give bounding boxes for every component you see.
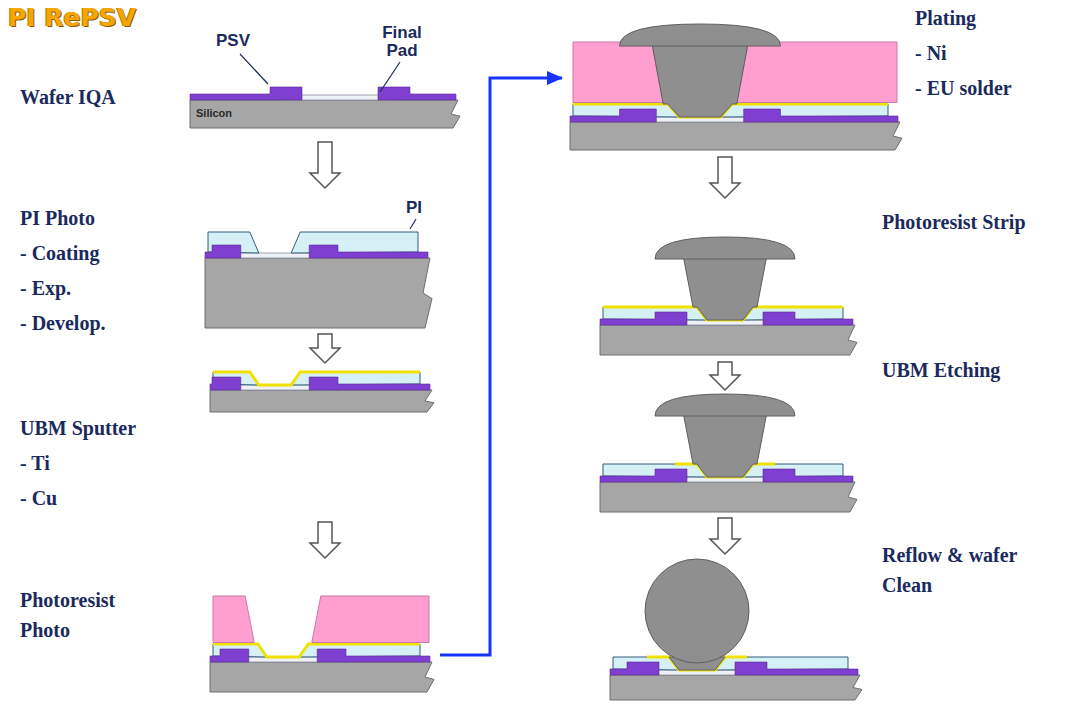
psv-layer: [735, 662, 858, 675]
step-item: - EU solder: [915, 73, 1012, 103]
psv-layer: [190, 87, 302, 100]
step-arrow: [710, 157, 740, 198]
psv-layer: [610, 662, 659, 675]
process-step: Reflow & wafer Clean: [600, 556, 865, 702]
leader-line: [240, 54, 268, 84]
solder-cap: [655, 237, 795, 259]
cross-section: [610, 559, 862, 700]
flow-arrow: [440, 78, 562, 655]
step-label-group: Reflow & wafer Clean: [882, 540, 1047, 605]
silicon-substrate: [210, 390, 434, 412]
step-name: Wafer IQA: [20, 82, 116, 112]
step-item: - Coating: [20, 238, 106, 268]
step-label-group: PI Photo - Coating - Exp. - Develop.: [20, 203, 106, 343]
step-arrow: [310, 334, 340, 363]
cross-section: [600, 237, 857, 355]
step-label-group: Photoresist Photo: [20, 585, 150, 650]
psv-layer: [210, 377, 241, 390]
psv-layer: [763, 312, 853, 325]
step-label-group: UBM Etching: [882, 355, 1000, 390]
process-step: PI Photo- Coating- Exp.- Develop.: [198, 190, 438, 332]
step-arrow: [310, 142, 340, 188]
step-item: - Ti: [20, 448, 136, 478]
step-arrow: [710, 362, 740, 390]
process-step: Photoresist Strip: [590, 200, 862, 360]
cross-section: [190, 87, 460, 128]
solder-pillar: [683, 412, 767, 477]
cross-section: [210, 372, 434, 412]
photoresist: [213, 596, 254, 643]
ubm-layer: [213, 644, 420, 657]
solder-ball: [645, 559, 749, 663]
silicon-substrate: [600, 482, 857, 512]
psv-layer: [317, 649, 430, 662]
cross-section: [570, 24, 902, 150]
process-step: Photoresist Photo: [200, 560, 440, 697]
leader-line: [380, 62, 400, 92]
process-step: UBM Etching: [590, 392, 862, 516]
diagram-title: PI RePSV: [8, 3, 136, 32]
step-name: Plating: [915, 3, 1012, 33]
step-label-group: Photoresist Strip: [882, 207, 1026, 242]
step-item: - Ni: [915, 38, 1012, 68]
step-arrow: [710, 518, 740, 554]
part-label: PI: [406, 199, 422, 217]
psv-layer: [309, 245, 428, 258]
psv-layer: [570, 109, 656, 122]
photoresist: [312, 596, 429, 643]
solder-pillar: [652, 42, 749, 117]
step-name: UBM Etching: [882, 355, 1000, 385]
psv-layer: [309, 377, 430, 390]
psv-layer: [210, 649, 249, 662]
process-step: Plating- Ni- EU solder: [562, 22, 905, 155]
leader-line: [410, 219, 416, 229]
step-arrow: [310, 522, 340, 558]
cross-section: [210, 596, 434, 692]
solder-cap: [655, 394, 795, 416]
psv-layer: [744, 109, 898, 122]
process-step: UBM Sputter- Ti- Cu: [200, 365, 440, 520]
step-label-group: UBM Sputter - Ti - Cu: [20, 413, 136, 518]
step-name: Photoresist Photo: [20, 585, 150, 645]
solder-pillar: [683, 255, 767, 320]
psv-layer: [378, 87, 456, 100]
psv-layer: [763, 469, 853, 482]
step-item: - Develop.: [20, 308, 106, 338]
silicon-substrate: [610, 675, 862, 700]
step-label-group: Plating - Ni - EU solder: [915, 3, 1012, 108]
step-name: UBM Sputter: [20, 413, 136, 443]
silicon-substrate: [570, 122, 902, 150]
cross-section: [205, 232, 432, 328]
ubm-layer: [213, 372, 420, 385]
step-name: PI Photo: [20, 203, 106, 233]
step-name: Photoresist Strip: [882, 207, 1026, 237]
photoresist: [573, 42, 663, 103]
psv-layer: [600, 469, 687, 482]
part-label: Silicon: [196, 107, 232, 120]
silicon-substrate: [205, 258, 432, 328]
cross-section: [600, 394, 857, 512]
part-label: Final Pad: [376, 24, 428, 60]
step-item: - Exp.: [20, 273, 106, 303]
photoresist: [737, 42, 897, 103]
step-name: Reflow & wafer Clean: [882, 540, 1047, 600]
part-label: PSV: [216, 32, 250, 50]
silicon-substrate: [190, 100, 460, 128]
silicon-substrate: [210, 662, 434, 692]
step-item: - Cu: [20, 483, 136, 513]
solder-cap: [620, 24, 781, 46]
step-label-group: Wafer IQA: [20, 82, 116, 117]
psv-layer: [205, 245, 241, 258]
psv-layer: [600, 312, 687, 325]
silicon-substrate: [600, 325, 857, 355]
